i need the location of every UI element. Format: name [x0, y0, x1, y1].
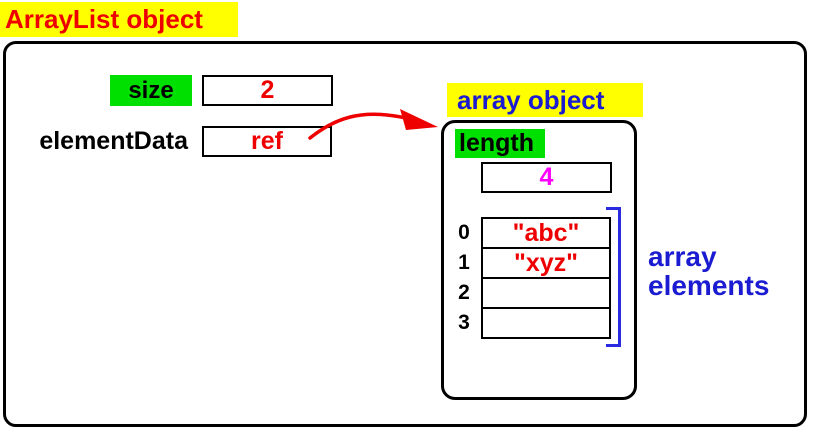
array-element-value: "abc" — [512, 219, 580, 247]
size-field-label: size — [110, 75, 192, 106]
length-value-box: 4 — [481, 162, 612, 193]
array-index-label: 0 — [458, 221, 470, 244]
array-element-cell — [481, 307, 611, 339]
array-index-label: 1 — [458, 251, 470, 274]
array-element-cell: "xyz" — [481, 247, 611, 279]
array-element-cell — [481, 277, 611, 309]
array-object-title: array object — [447, 83, 643, 117]
arraylist-object-box — [3, 41, 807, 427]
array-index-label: 3 — [458, 311, 470, 334]
caption-line-2: elements — [648, 270, 770, 301]
element-data-field-label: elementData — [39, 127, 188, 155]
element-data-ref-value: ref — [251, 127, 283, 155]
length-field-label: length — [455, 129, 545, 158]
arraylist-object-title: ArrayList object — [0, 2, 238, 37]
size-value-box: 2 — [202, 75, 333, 106]
size-value: 2 — [260, 76, 275, 104]
array-element-cell: "abc" — [481, 217, 611, 249]
array-elements-caption: array elements — [648, 242, 769, 300]
element-data-value-box: ref — [202, 126, 332, 157]
caption-line-1: array — [648, 241, 717, 272]
length-value: 4 — [539, 163, 554, 191]
array-index-label: 2 — [458, 281, 470, 304]
array-element-value: "xyz" — [513, 249, 578, 277]
array-elements-bracket — [606, 207, 621, 347]
